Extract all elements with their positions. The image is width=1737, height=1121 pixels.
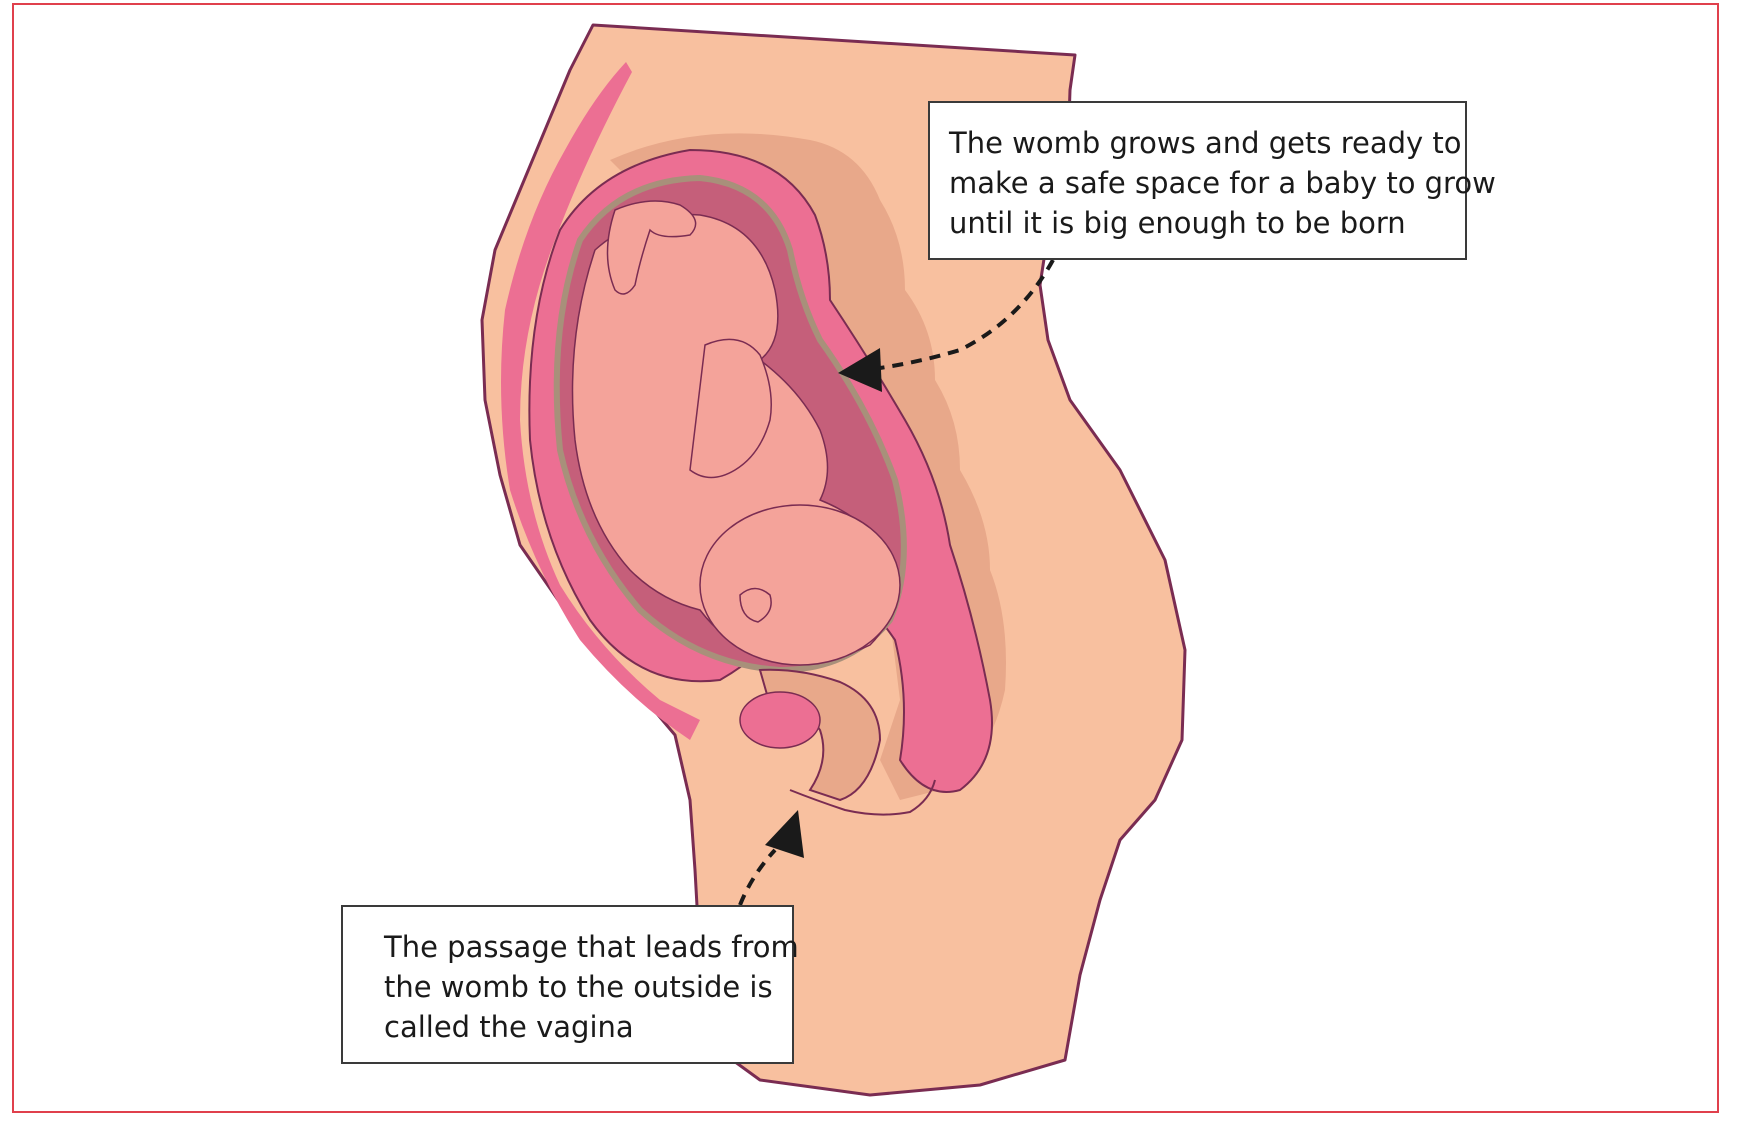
bladder — [740, 692, 820, 748]
vagina-callout-line-1: The passage that leads from — [384, 927, 792, 967]
baby-head — [700, 505, 900, 665]
womb-callout-line-3: until it is big enough to be born — [949, 203, 1465, 243]
vagina-callout: The passage that leads from the womb to … — [341, 905, 794, 1064]
womb-callout: The womb grows and gets ready to make a … — [928, 101, 1467, 260]
womb-callout-line-2: make a safe space for a baby to grow — [949, 163, 1465, 203]
vagina-callout-line-2: the womb to the outside is — [384, 967, 792, 1007]
vagina-callout-line-3: called the vagina — [384, 1007, 792, 1047]
womb-callout-line-1: The womb grows and gets ready to — [949, 123, 1465, 163]
